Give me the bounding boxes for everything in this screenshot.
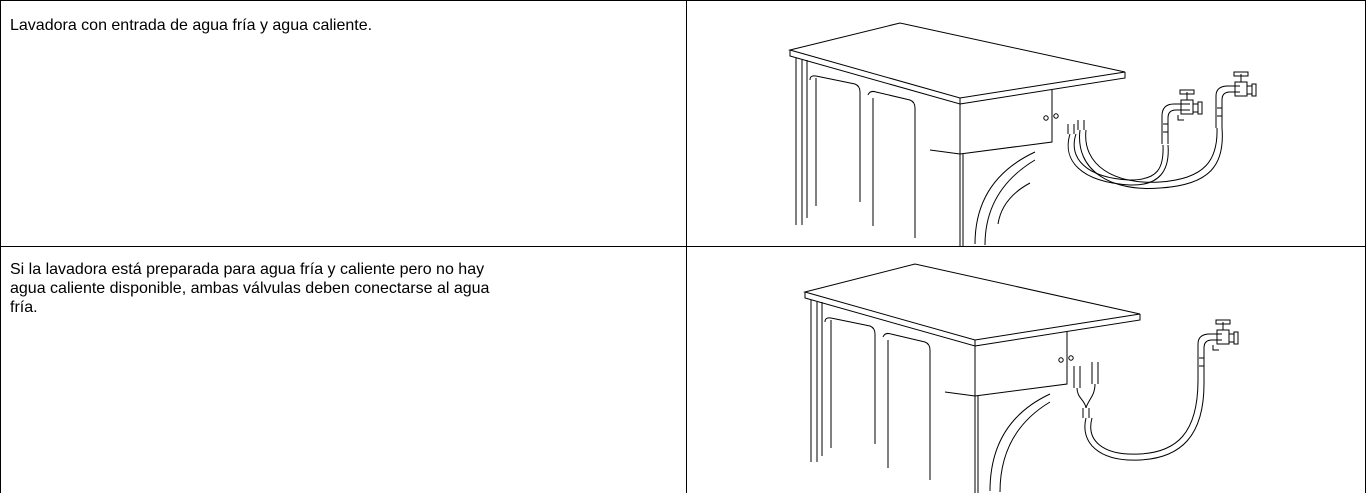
- row-2-text: Si la lavadora está preparada para agua …: [10, 260, 670, 317]
- row-2-text-line-1: Si la lavadora está preparada para agua …: [10, 261, 485, 278]
- row-1-text: Lavadora con entrada de agua fría y agua…: [10, 17, 373, 34]
- row-2-text-line-3: fría.: [10, 299, 38, 316]
- washing-machine-two-valves-illustration: [780, 20, 1280, 246]
- table-row-divider: [0, 246, 1366, 247]
- row-2-text-line-2: agua caliente disponible, ambas válvulas…: [10, 280, 490, 297]
- washing-machine-y-connector-illustration: [780, 262, 1280, 493]
- table-border-top: [0, 0, 1366, 1]
